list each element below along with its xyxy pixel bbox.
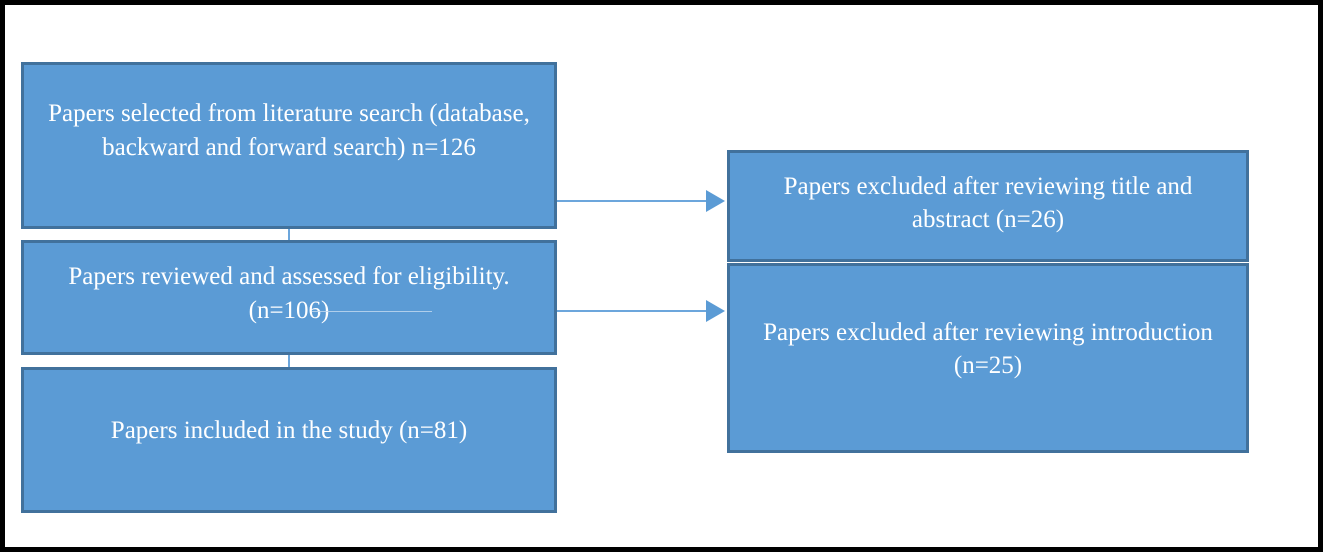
arrow-head-icon-search-to-excluded-title — [706, 190, 725, 212]
arrow-head-icon-reviewed-to-excluded-intro — [706, 300, 725, 322]
node-label-papers-reviewed: Papers reviewed and assessed for eligibi… — [68, 263, 510, 324]
node-papers-selected-from-literature-search[interactable]: Papers selected from literature search (… — [21, 62, 557, 229]
node-label-excluded-title-abstract: Papers excluded after reviewing title an… — [783, 172, 1193, 233]
connector-line-reviewed-to-included — [288, 354, 290, 368]
connector-line-search-to-excluded-title — [557, 200, 708, 202]
connector-line-reviewed-to-excluded-intro — [557, 310, 708, 312]
node-label-papers-included: Papers included in the study (n=81) — [110, 417, 468, 445]
connector-overlap-artifact — [312, 311, 432, 312]
connector-line-search-to-reviewed — [288, 228, 290, 241]
node-papers-excluded-introduction[interactable]: Papers excluded after reviewing introduc… — [727, 263, 1249, 453]
node-papers-excluded-title-and-abstract[interactable]: Papers excluded after reviewing title an… — [727, 150, 1249, 262]
node-label-papers-selected: Papers selected from literature search (… — [48, 100, 530, 161]
node-papers-included-in-the-study[interactable]: Papers included in the study (n=81) — [21, 367, 557, 513]
node-papers-reviewed-and-assessed[interactable]: Papers reviewed and assessed for eligibi… — [21, 240, 557, 355]
node-label-excluded-introduction: Papers excluded after reviewing introduc… — [763, 318, 1213, 379]
